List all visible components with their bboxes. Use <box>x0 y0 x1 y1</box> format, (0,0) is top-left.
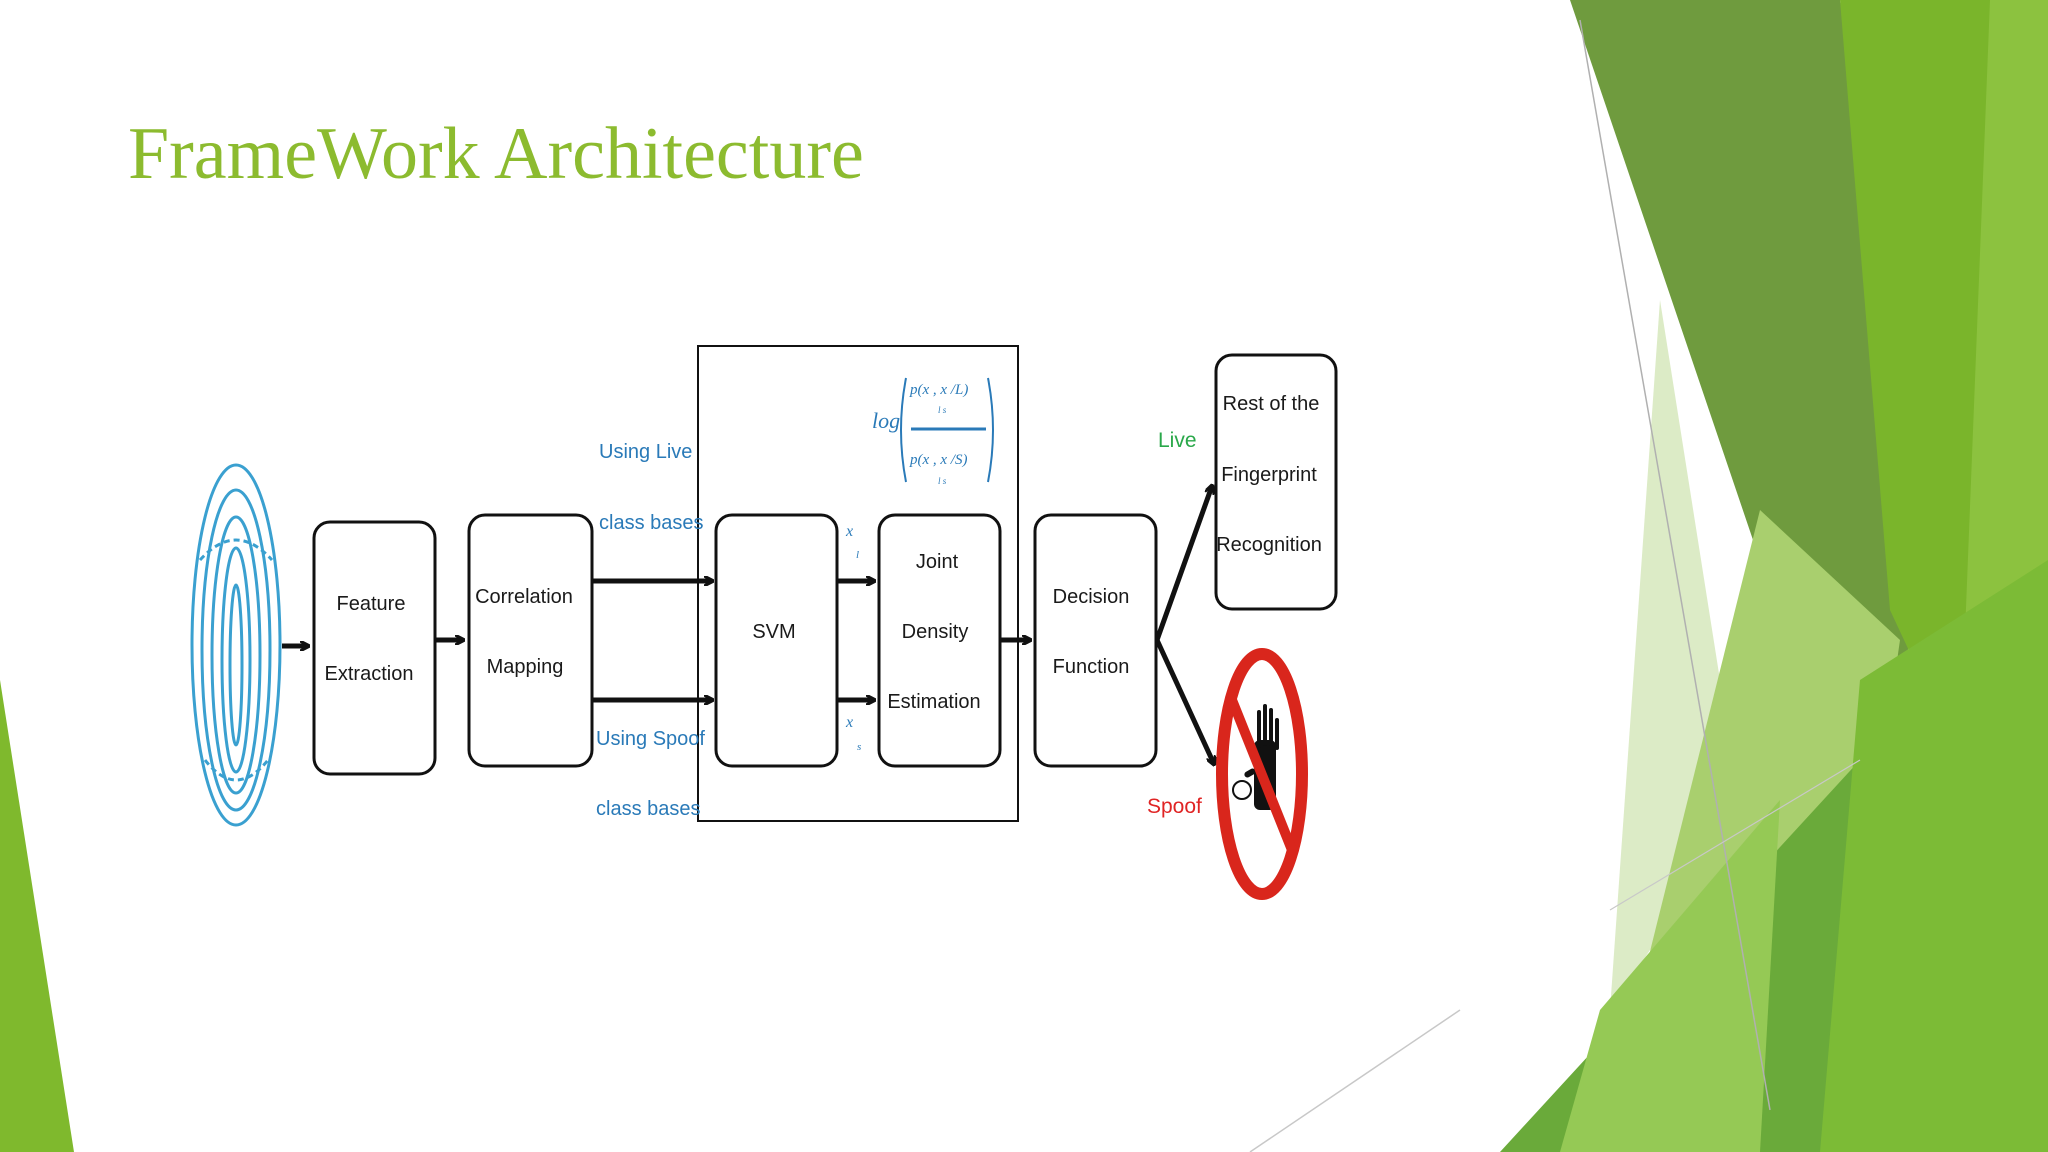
deco-line <box>1249 1009 1461 1152</box>
x-s-subscript: s <box>857 741 861 753</box>
formula-numerator: p(x , x /L) <box>909 382 968 398</box>
no-entry-hand-icon <box>1216 648 1308 900</box>
deco-facet <box>1560 800 1780 1152</box>
svm-box: SVM <box>714 513 839 768</box>
feature-extraction-label-1: Feature <box>337 593 406 615</box>
rest-of-recognition-box: Rest of the Fingerprint Recognition <box>1214 353 1338 611</box>
deco-line <box>1609 759 1861 911</box>
svm-label: SVM <box>752 621 795 643</box>
arrow-decision-to-live <box>1154 486 1212 641</box>
decision-function-label-1: Decision <box>1053 586 1130 608</box>
deco-line <box>1579 19 1771 1111</box>
formula-right-paren <box>987 377 994 483</box>
formula-num-subscripts: l s <box>938 405 947 415</box>
formula-denominator: p(x , x /S) <box>909 452 967 468</box>
joint-density-estimation-box: Joint Density Estimation <box>877 513 1002 768</box>
deco-facet <box>1840 0 2000 760</box>
spoof-class-bases-label-1: Using Spoof <box>596 728 705 750</box>
correlation-mapping-label-1: Correlation <box>475 586 573 608</box>
jde-label-2: Density <box>902 621 969 643</box>
spoof-label: Spoof <box>1147 795 1202 818</box>
feature-extraction-box: Feature Extraction <box>312 520 437 776</box>
decision-function-label-2: Function <box>1053 656 1130 678</box>
spoof-class-bases-label-2: class bases <box>596 798 701 820</box>
correlation-mapping-box: Correlation Mapping <box>467 513 594 768</box>
x-l-label: x <box>845 523 853 540</box>
rest-label-2: Fingerprint <box>1221 464 1317 486</box>
x-l-subscript: l <box>856 549 859 561</box>
fingerprint-icon <box>190 463 282 827</box>
slide-title: FrameWork Architecture <box>128 113 864 195</box>
x-s-label: x <box>845 714 853 731</box>
rest-label-3: Recognition <box>1216 534 1322 556</box>
live-label: Live <box>1158 429 1197 452</box>
live-class-bases-label-2: class bases <box>599 512 704 534</box>
correlation-mapping-label-2: Mapping <box>487 656 564 678</box>
deco-facet <box>1610 300 1720 1010</box>
log-likelihood-formula: log p(x , x /L) l s p(x , x /S) l s <box>872 377 994 486</box>
formula-left-paren <box>900 377 907 483</box>
jde-label-3: Estimation <box>887 691 980 713</box>
decision-function-box: Decision Function <box>1033 513 1158 768</box>
rest-label-1: Rest of the <box>1223 393 1320 415</box>
svm-jde-enclosure <box>697 345 1019 822</box>
formula-den-subscripts: l s <box>938 476 947 486</box>
live-class-bases-label-1: Using Live <box>599 441 692 463</box>
formula-log: log <box>872 408 900 433</box>
deco-facet <box>1820 560 2048 1152</box>
feature-extraction-label-2: Extraction <box>325 663 414 685</box>
jde-label-1: Joint <box>916 551 959 573</box>
deco-facet <box>0 680 74 1152</box>
arrow-decision-to-spoof <box>1154 638 1214 764</box>
